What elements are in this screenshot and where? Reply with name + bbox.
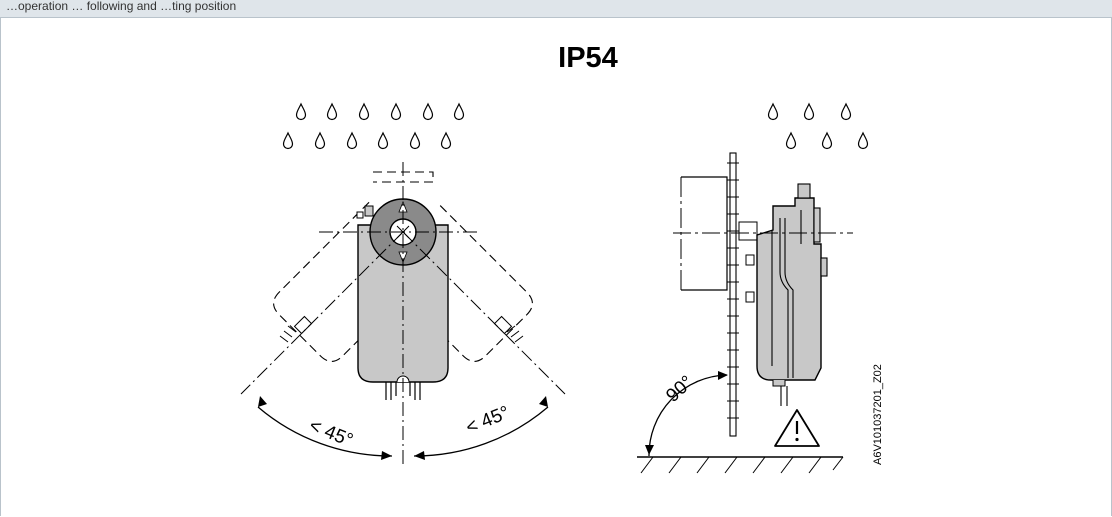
- drawing-code: A6V101037201_Z02: [872, 364, 884, 465]
- angle-label-right: < 45°: [463, 402, 513, 438]
- angle-label-left: < 45°: [306, 415, 356, 451]
- water-drop-icon: [282, 103, 465, 150]
- mounting-diagram: IP54: [240, 42, 884, 474]
- clipped-header-text: …operation … following and …ting positio…: [6, 0, 237, 13]
- actuator-front-view: < 45° < 45°: [240, 162, 566, 465]
- water-drop-icon: [767, 103, 869, 150]
- angle-label-90: 90°: [662, 372, 697, 407]
- actuator-side-view: 90°: [637, 152, 853, 474]
- actuator-housing: [357, 224, 449, 383]
- warning-triangle-icon: [774, 409, 820, 447]
- protection-class-title: IP54: [558, 42, 618, 74]
- clipped-header-bar: …operation … following and …ting positio…: [0, 0, 1112, 18]
- figure-frame: IP54: [0, 17, 1112, 516]
